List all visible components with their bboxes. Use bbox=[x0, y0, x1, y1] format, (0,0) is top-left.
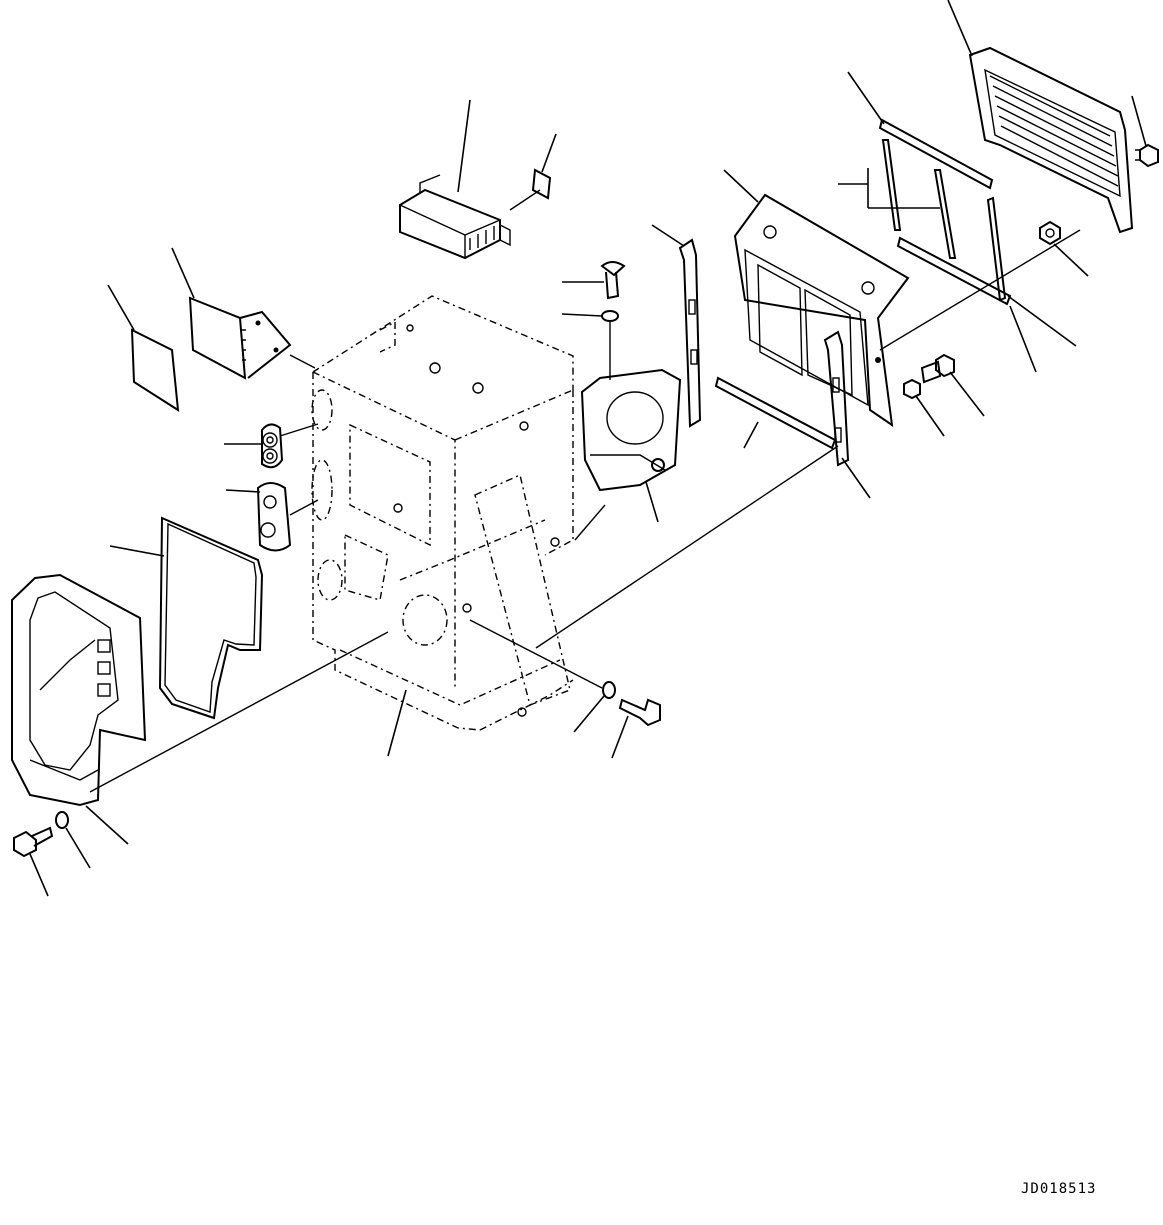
bolt-frame bbox=[920, 353, 955, 384]
bolt-front-left bbox=[13, 826, 54, 858]
grommet-upper bbox=[261, 423, 284, 469]
connector-box bbox=[399, 174, 511, 260]
screw-bracket bbox=[600, 261, 626, 300]
side-rail-left bbox=[678, 238, 702, 428]
grille-cover bbox=[968, 46, 1134, 234]
cover-plate-small bbox=[130, 328, 180, 412]
bolt-center bbox=[618, 698, 661, 727]
nut-grille bbox=[1039, 220, 1061, 246]
seal-strips bbox=[714, 118, 1012, 450]
leader-lines bbox=[29, 0, 1147, 897]
main-frame bbox=[311, 295, 574, 731]
gasket bbox=[158, 516, 264, 720]
drawing-code: JD018513 bbox=[1021, 1181, 1097, 1197]
connector-label-tag bbox=[531, 168, 552, 200]
washer-bracket bbox=[601, 310, 619, 322]
washer-center bbox=[602, 681, 616, 699]
grommet-lower bbox=[256, 482, 292, 552]
mounting-bracket bbox=[580, 368, 682, 492]
knob-fastener bbox=[1135, 143, 1159, 168]
filter-frame bbox=[733, 193, 910, 428]
reference-lines bbox=[89, 189, 1081, 793]
washer-front-left bbox=[55, 811, 69, 829]
cover-bracket bbox=[188, 296, 292, 380]
side-cover bbox=[11, 573, 147, 807]
nut-frame bbox=[903, 378, 921, 400]
